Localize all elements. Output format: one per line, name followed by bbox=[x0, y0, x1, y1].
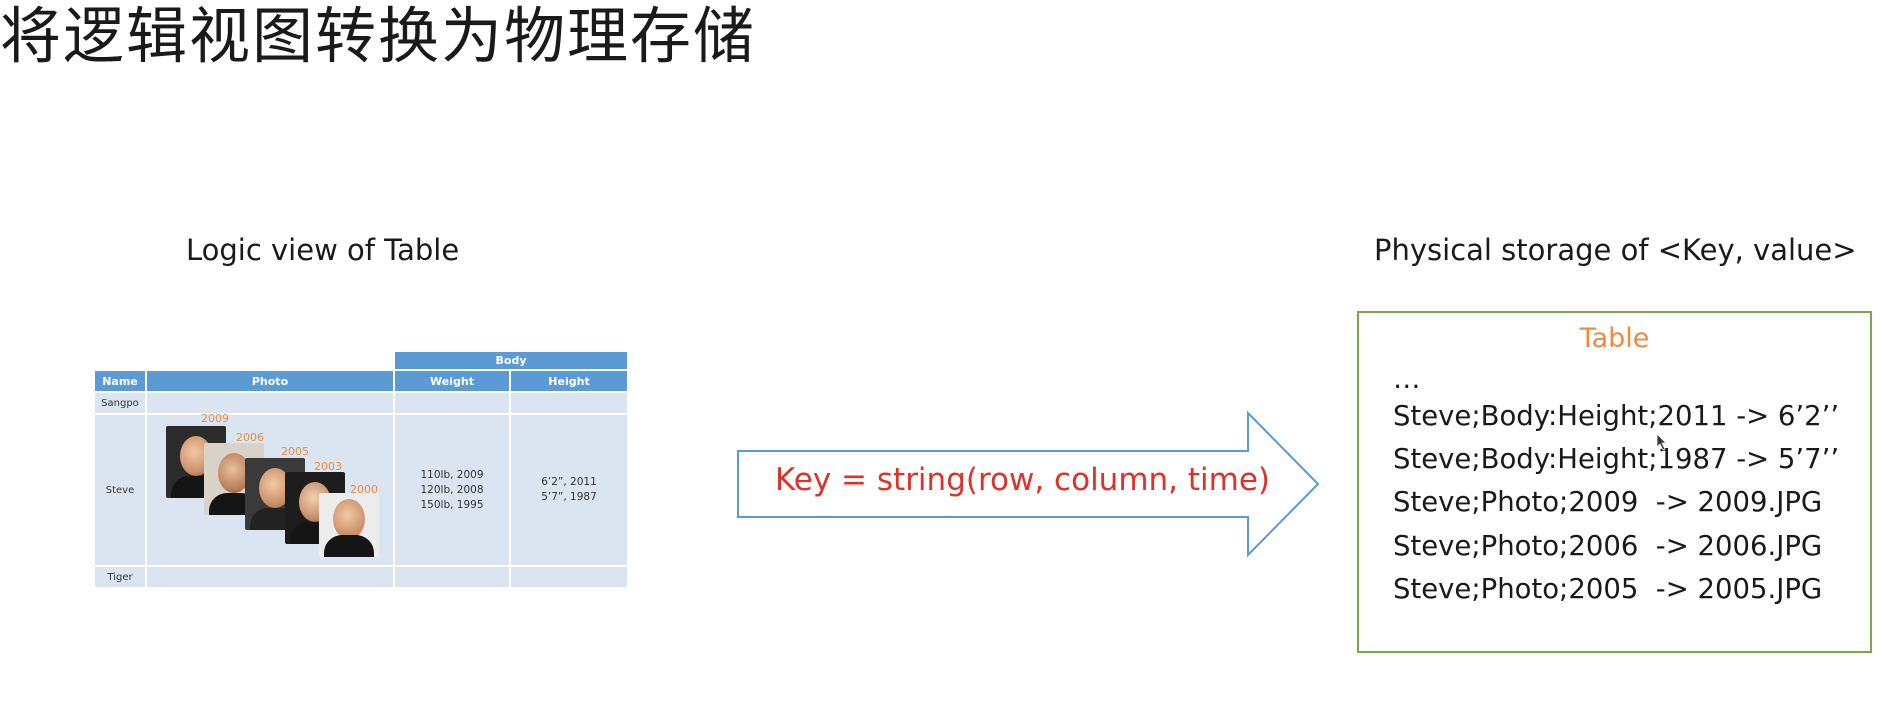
physical-storage-box: Table … Steve;Body:Height;2011 -> 6’2’’ … bbox=[1357, 311, 1872, 653]
photo-year-label: 2003 bbox=[314, 460, 342, 473]
row-height-steve: 6’2”, 2011 5’7”, 1987 bbox=[511, 415, 627, 565]
photo-thumbnail bbox=[319, 493, 379, 557]
storage-line: Steve;Photo;2006 -> 2006.JPG bbox=[1393, 530, 1823, 562]
weight-value: 110lb, 2009 bbox=[420, 468, 484, 481]
logic-view-heading: Logic view of Table bbox=[186, 233, 460, 267]
key-formula: Key = string(row, column, time) bbox=[775, 462, 1271, 498]
storage-line: Steve;Photo;2009 -> 2009.JPG bbox=[1393, 486, 1823, 518]
row-name-tiger: Tiger bbox=[95, 567, 145, 587]
slide-title: 将逻辑视图转换为物理存储 bbox=[0, 1, 757, 72]
weight-value: 150lb, 1995 bbox=[420, 498, 484, 511]
row-photo-tiger bbox=[147, 567, 393, 587]
photo-year-label: 2005 bbox=[281, 445, 309, 458]
row-weight-sangpo bbox=[395, 393, 509, 413]
row-name-sangpo: Sangpo bbox=[95, 393, 145, 413]
storage-line: … bbox=[1393, 363, 1421, 395]
box-title: Table bbox=[1579, 323, 1650, 354]
header-name: Name bbox=[95, 371, 145, 391]
photo-year-label: 2000 bbox=[350, 483, 378, 496]
right-arrow-icon bbox=[737, 411, 1320, 557]
header-height: Height bbox=[511, 371, 627, 391]
height-value: 6’2”, 2011 bbox=[541, 476, 597, 488]
storage-line: Steve;Body:Height;1987 -> 5’7’’ bbox=[1393, 443, 1840, 475]
photo-year-label: 2006 bbox=[236, 431, 264, 444]
row-name-steve: Steve bbox=[95, 415, 145, 565]
row-height-sangpo bbox=[511, 393, 627, 413]
mouse-cursor-icon bbox=[1656, 433, 1667, 451]
height-value: 5’7”, 1987 bbox=[541, 491, 597, 503]
physical-storage-heading: Physical storage of <Key, value> bbox=[1374, 233, 1857, 267]
row-weight-tiger bbox=[395, 567, 509, 587]
logic-table: Body Name Photo Weight Height Sangpo Ste… bbox=[95, 350, 627, 588]
row-weight-steve: 110lb, 2009 120lb, 2008 150lb, 1995 bbox=[395, 415, 509, 565]
row-height-tiger bbox=[511, 567, 627, 587]
photo-year-label: 2009 bbox=[201, 412, 229, 425]
header-photo: Photo bbox=[147, 371, 393, 391]
header-weight: Weight bbox=[395, 371, 509, 391]
storage-line: Steve;Body:Height;2011 -> 6’2’’ bbox=[1393, 400, 1840, 432]
storage-line: Steve;Photo;2005 -> 2005.JPG bbox=[1393, 573, 1823, 605]
header-body: Body bbox=[395, 352, 627, 369]
row-photo-sangpo bbox=[147, 393, 393, 413]
weight-value: 120lb, 2008 bbox=[420, 483, 484, 496]
